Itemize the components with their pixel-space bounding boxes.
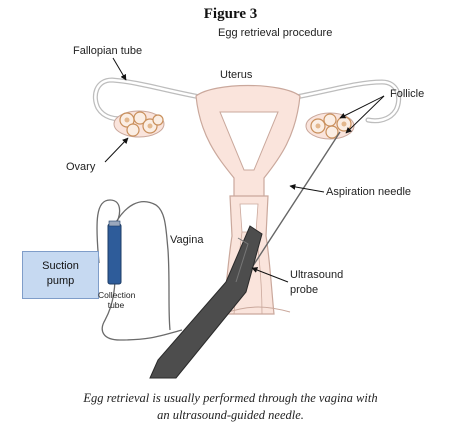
- collection-tube-label-line1: Collection: [98, 290, 136, 300]
- label-uterus: Uterus: [220, 69, 253, 81]
- ovary-arrow: [104, 137, 129, 163]
- suction-pump: Suction pump: [22, 251, 99, 299]
- label-ultrasound-probe: Ultrasound probe: [290, 268, 343, 298]
- label-collection-tube: Collection tube: [98, 290, 136, 310]
- ultrasound-probe: [149, 225, 263, 379]
- figure-title: Figure 3: [203, 6, 258, 22]
- figure-caption: Egg retrieval is usually performed throu…: [0, 390, 461, 424]
- suction-pump-label-line1: Suction: [42, 260, 79, 272]
- suction-pump-label-line2: pump: [46, 275, 75, 287]
- uterine-cavity: [219, 111, 279, 171]
- label-vagina: Vagina: [170, 234, 204, 246]
- follicle-arrow-1: [339, 95, 385, 119]
- suction-tubing: [96, 199, 183, 341]
- fallopian-tube-arrow: [112, 57, 127, 81]
- collection-tube-label-line2: tube: [107, 300, 125, 310]
- ultrasound-probe-label-line2: probe: [290, 284, 319, 296]
- caption-line2: an ultrasound-guided needle.: [157, 408, 304, 422]
- label-aspiration-needle: Aspiration needle: [326, 186, 412, 198]
- caption-line1: Egg retrieval is usually performed throu…: [83, 391, 378, 405]
- collection-tube: [107, 220, 122, 285]
- ovary-right: [305, 112, 355, 140]
- follicle-arrow-2: [345, 95, 385, 134]
- ultrasound-probe-arrow: [251, 267, 289, 283]
- ovary-left: [113, 110, 165, 138]
- label-follicle: Follicle: [390, 88, 425, 100]
- aspiration-needle-arrow: [289, 183, 325, 193]
- ultrasound-probe-label-line1: Ultrasound: [290, 269, 344, 281]
- label-fallopian-tube: Fallopian tube: [73, 45, 143, 57]
- figure-subtitle: Egg retrieval procedure: [218, 27, 333, 39]
- label-ovary: Ovary: [66, 161, 96, 173]
